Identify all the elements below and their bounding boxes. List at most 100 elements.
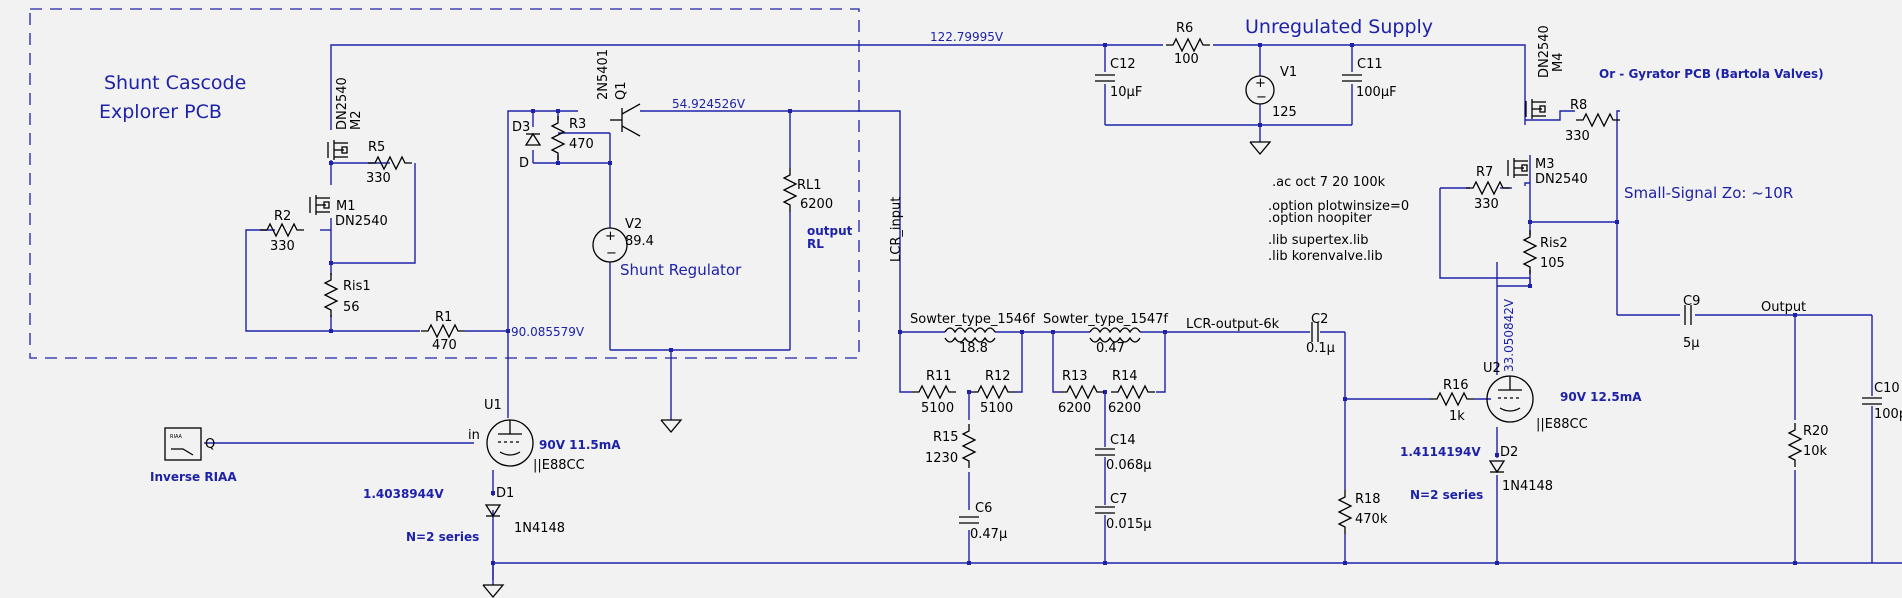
riaa-q-label: Q [205,437,215,452]
r15-value: 1230 [925,451,958,466]
c2-name: C2 [1311,312,1328,327]
inverse-riaa-label: Inverse RIAA [150,470,237,484]
d1-series-label: N=2 series [406,530,479,544]
q1-name: Q1 [614,81,629,100]
t2-name: Sowter_type_1547f [1043,312,1168,327]
r13[interactable] [1059,385,1105,399]
r20-name: R20 [1803,424,1829,439]
net-voltage-u2a: 33.050842V [1502,298,1516,372]
r3-name: R3 [569,117,586,132]
u2-tube[interactable] [1486,375,1534,423]
c6-value: 0.47µ [970,527,1007,542]
r15[interactable] [962,423,976,469]
m4-name: M4 [1551,53,1566,73]
c10[interactable] [1861,397,1883,405]
riaa-icon-text: RIAA [170,434,183,440]
shunt-cascode-title: Shunt Cascode [104,72,246,94]
svg-text:−: − [1256,90,1267,105]
r16-name: R16 [1443,378,1469,393]
lcr-input-label: LCR_input [889,197,904,262]
c2-value: 0.1µ [1306,341,1335,356]
u1-tube[interactable] [486,419,534,467]
c10-value: 100p [1874,407,1902,422]
m1-name: M1 [336,199,356,214]
d2-series-label: N=2 series [1410,488,1483,502]
r12[interactable] [970,385,1016,399]
rl1-value: 6200 [800,197,833,212]
d3-diode[interactable] [525,133,541,146]
ris2[interactable] [1523,229,1537,275]
c14[interactable] [1094,448,1116,456]
gnd-shunt [660,419,682,433]
r3[interactable] [551,115,565,161]
r13-name: R13 [1062,369,1088,384]
ris1[interactable] [324,272,338,318]
net-voltage-r1: 90.085579V [511,325,585,339]
v2-source[interactable]: + − [592,227,628,263]
m2-mosfet[interactable] [327,139,349,161]
d3-name: D3 [512,120,530,135]
r7[interactable] [1465,181,1511,195]
d2-name: D2 [1500,445,1518,460]
gyrator-pcb-label: Or - Gyrator PCB (Bartola Valves) [1599,67,1824,81]
r11-value: 5100 [921,401,954,416]
t1-name: Sowter_type_1546f [910,312,1035,327]
r14[interactable] [1110,385,1156,399]
r14-name: R14 [1112,369,1138,384]
c12[interactable] [1094,74,1116,82]
t1-value: 18.8 [959,341,988,356]
c14-name: C14 [1110,433,1136,448]
wires [204,44,1902,585]
u2-operating-point: 90V 12.5mA [1560,390,1642,404]
r7-value: 330 [1474,197,1499,212]
r1[interactable] [420,324,466,338]
directive-ac: .ac oct 7 20 100k [1272,175,1386,190]
rl1[interactable] [783,167,797,213]
c12-value: 10µF [1110,85,1142,100]
t2-value: 0.47 [1096,341,1125,356]
u2-name: U2 [1483,361,1501,376]
net-voltage-top: 122.79995V [930,30,1004,44]
u1-in-label: in [468,428,480,443]
r5-name: R5 [368,140,385,155]
transformer-1546f[interactable] [944,327,996,343]
r16[interactable] [1429,392,1475,406]
m3-value: DN2540 [1535,172,1588,187]
m4-mosfet[interactable] [1525,98,1547,120]
r2[interactable] [259,223,305,237]
q1-transistor[interactable] [610,103,641,137]
r7-name: R7 [1476,165,1493,180]
u2-model: ||E88CC [1536,417,1588,432]
r18-name: R18 [1355,492,1381,507]
r6[interactable] [1165,38,1211,52]
inverse-riaa-block[interactable]: RIAA [164,427,202,461]
r2-value: 330 [270,239,295,254]
q1-type: 2N5401 [596,49,611,100]
r13-value: 6200 [1058,401,1091,416]
c14-value: 0.068µ [1106,458,1152,473]
r11[interactable] [911,385,957,399]
d2-diode[interactable] [1489,460,1505,473]
r20[interactable] [1788,422,1802,468]
junction-nodes [329,43,1797,565]
r8[interactable] [1575,113,1621,127]
directive-lib-korenvalve: .lib korenvalve.lib [1268,249,1383,264]
ris2-value: 105 [1540,256,1565,271]
ris1-name: Ris1 [343,279,371,294]
c10-name: C10 [1874,381,1900,396]
ris1-value: 56 [343,300,360,315]
c6[interactable] [958,516,980,524]
m1-mosfet[interactable] [309,194,331,216]
c11[interactable] [1341,74,1363,82]
r18[interactable] [1338,489,1352,535]
transformer-1547f[interactable] [1089,327,1141,343]
m4-type: DN2540 [1537,25,1552,78]
m3-mosfet[interactable] [1507,157,1529,179]
d1-name: D1 [496,486,514,501]
shunt-cascode-boundary [29,8,860,359]
r6-value: 100 [1174,52,1199,67]
gnd-v1 [1249,141,1271,155]
v1-source[interactable]: + − [1245,75,1275,105]
c7[interactable] [1094,506,1116,514]
